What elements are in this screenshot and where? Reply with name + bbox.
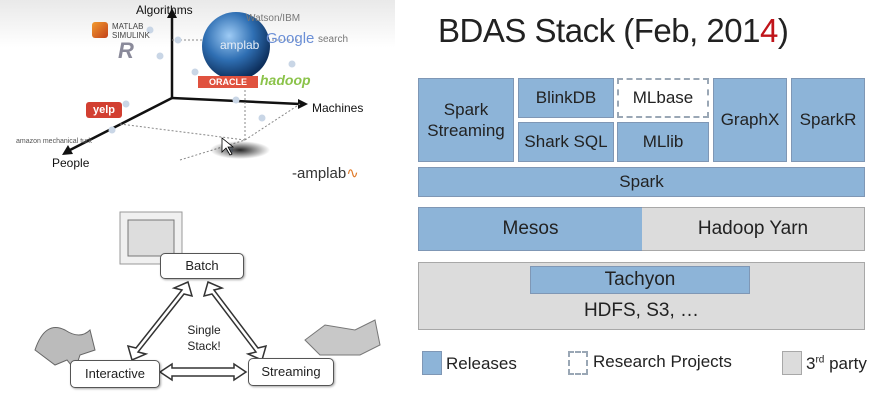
interactive-streaming-arrow <box>158 362 248 382</box>
axes-lines <box>62 8 308 161</box>
axis-label-machines: Machines <box>312 101 364 115</box>
legend-third-party-swatch <box>782 351 802 375</box>
hadoop-logo: hadoop <box>260 72 311 88</box>
mlbase-block: MLbase <box>617 78 709 118</box>
amplab-sphere <box>202 12 270 80</box>
mesos-block: Mesos <box>418 207 642 251</box>
oracle-logo: ORACLE <box>198 76 258 88</box>
axis-label-algorithms: Algorithms <box>136 3 193 17</box>
stream-sketch <box>304 319 381 356</box>
cursor-icon <box>221 137 235 156</box>
blinkdb-block: BlinkDB <box>518 78 614 118</box>
sphere-shadow <box>210 141 270 159</box>
interactive-node: Interactive <box>70 360 160 388</box>
amplab-brand-logo: -amplab∿ <box>292 165 359 182</box>
streaming-node: Streaming <box>248 358 334 386</box>
axis-label-people: People <box>52 156 90 170</box>
legend-research-swatch <box>568 351 588 375</box>
spark-block: Spark <box>418 167 865 197</box>
legend-research-label: Research Projects <box>593 352 732 371</box>
tachyon-block: Tachyon <box>530 266 750 294</box>
mllib-block: MLlib <box>617 122 709 162</box>
legend-third-party-label: 3rd party <box>806 354 867 373</box>
shark-sql-block: Shark SQL <box>518 122 614 162</box>
hadoop-yarn-block: Hadoop Yarn <box>642 207 865 251</box>
sphere-label: amplab <box>220 38 260 52</box>
search-text: search <box>318 34 349 45</box>
r-logo: R <box>118 38 134 63</box>
watson-logo: Watson/IBM <box>246 13 301 24</box>
google-logo: Google <box>266 30 315 47</box>
sparkr-block: SparkR <box>791 78 865 162</box>
page-title: BDAS Stack (Feb, 2014) <box>438 12 789 49</box>
legend-releases-swatch <box>422 351 442 375</box>
yelp-logo: yelp <box>86 102 122 118</box>
matlab-icon <box>92 22 108 38</box>
graphx-block: GraphX <box>713 78 787 162</box>
spark-streaming-block: Spark Streaming <box>418 78 514 162</box>
batch-node: Batch <box>160 253 244 279</box>
mturk-logo: amazon mechanical turk <box>16 138 92 145</box>
legend-releases-label: Releases <box>446 354 517 373</box>
triangle-arrows <box>34 211 381 382</box>
rabbit-sketch <box>34 327 96 372</box>
